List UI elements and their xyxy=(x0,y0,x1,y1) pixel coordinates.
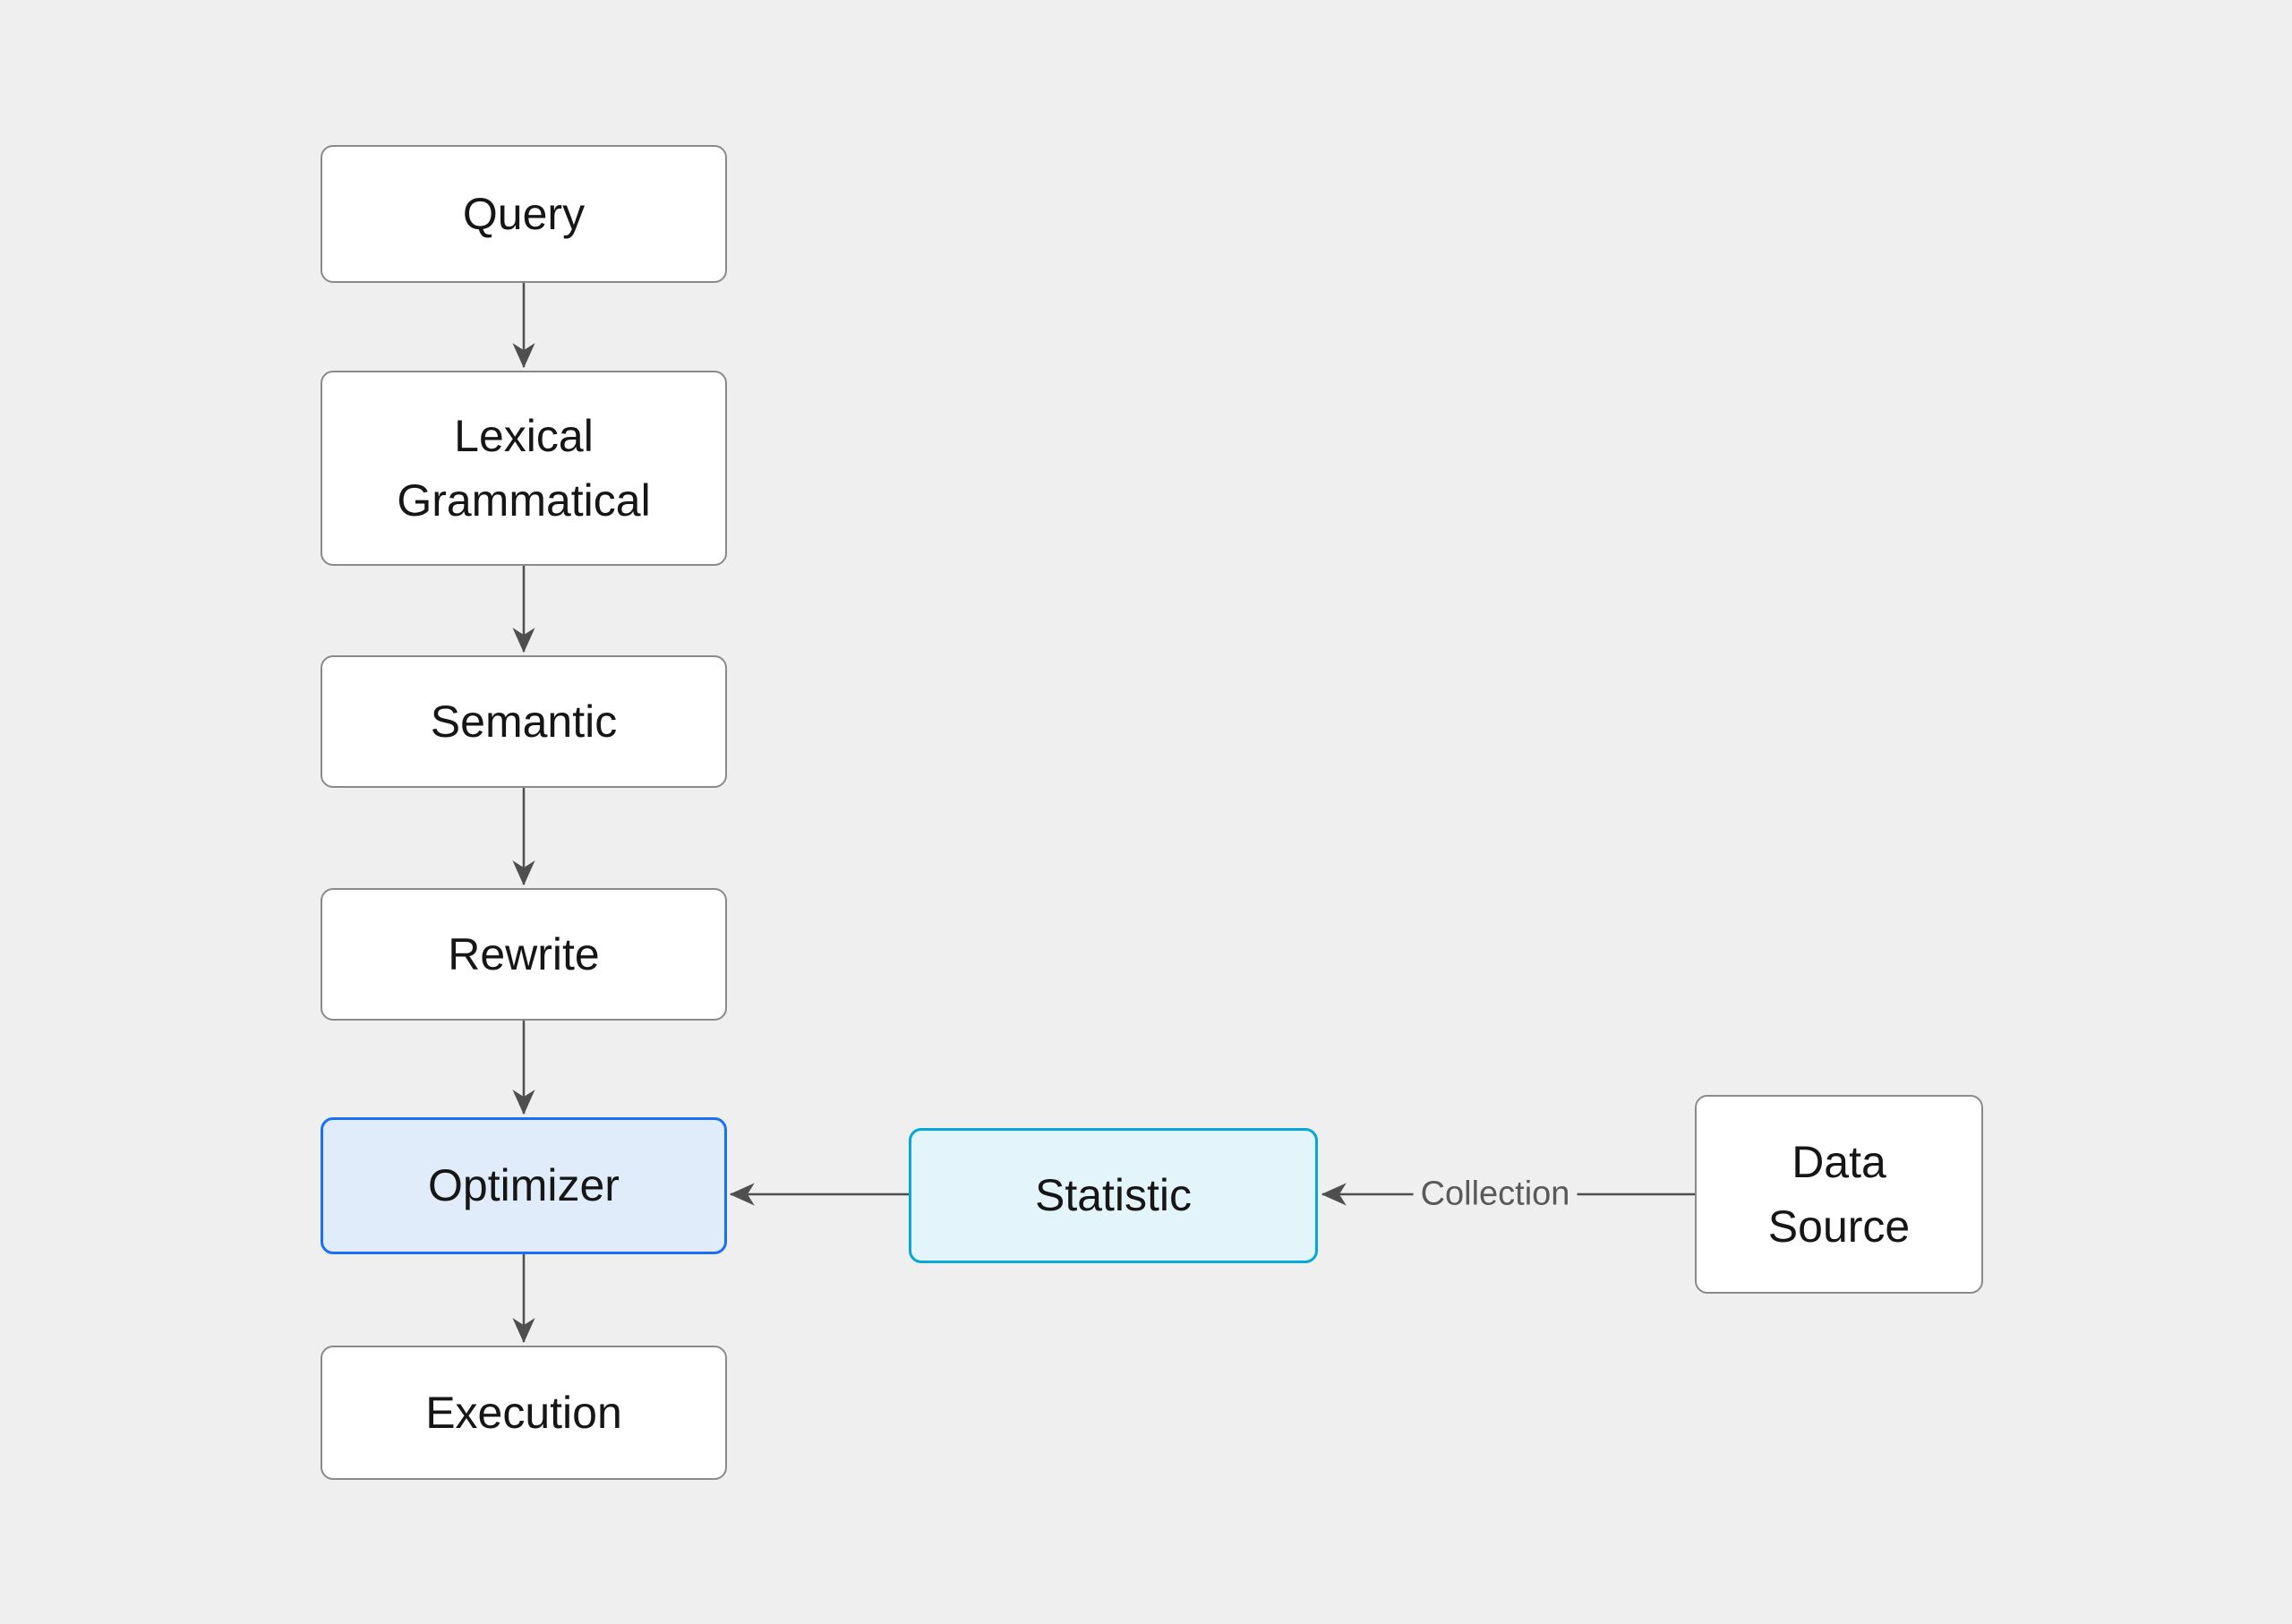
node-data-source-label: Data Source xyxy=(1767,1136,1911,1252)
node-data-source[interactable]: Data Source xyxy=(1695,1095,1983,1294)
node-execution-label: Execution xyxy=(425,1387,622,1438)
node-query[interactable]: Query xyxy=(321,145,727,283)
node-lexical-grammatical[interactable]: Lexical Grammatical xyxy=(321,371,727,566)
node-rewrite-label: Rewrite xyxy=(448,928,600,979)
node-optimizer-label: Optimizer xyxy=(428,1160,620,1211)
node-query-label: Query xyxy=(462,188,586,239)
node-statistic-label: Statistic xyxy=(1034,1170,1193,1221)
node-execution[interactable]: Execution xyxy=(321,1346,727,1480)
node-lexical-grammatical-label: Lexical Grammatical xyxy=(397,410,651,526)
edge-label-collection[interactable]: Collection xyxy=(1413,1175,1578,1214)
node-rewrite[interactable]: Rewrite xyxy=(321,888,727,1021)
node-semantic[interactable]: Semantic xyxy=(321,655,727,788)
node-optimizer[interactable]: Optimizer xyxy=(321,1117,727,1254)
node-statistic[interactable]: Statistic xyxy=(909,1128,1318,1263)
node-semantic-label: Semantic xyxy=(430,696,618,747)
